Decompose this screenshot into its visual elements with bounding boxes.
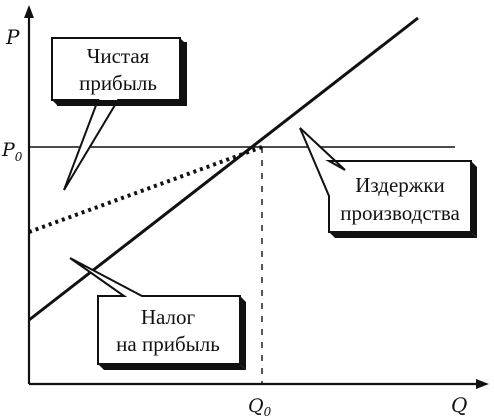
y-axis-arrow <box>24 5 34 18</box>
y-axis-label: P <box>5 25 20 49</box>
profit-tax-label-line2: на прибыль <box>116 332 220 356</box>
profit-tax-label-line1: Налог <box>141 305 196 329</box>
q0-label: Q0 <box>248 395 272 419</box>
p0-label: P0 <box>1 139 23 164</box>
x-axis-label: Q <box>451 393 467 417</box>
profit-tax-callout: Налог на прибыль <box>69 257 246 370</box>
production-costs-callout: Издержки производства <box>299 127 477 238</box>
net-profit-callout: Чистая прибыль <box>51 37 187 191</box>
net-profit-label-line2: прибыль <box>79 71 157 95</box>
x-axis-arrow <box>476 379 489 389</box>
net-profit-label-line1: Чистая <box>87 44 150 68</box>
production-costs-label-line2: производства <box>340 201 460 225</box>
production-costs-label-line1: Издержки <box>355 173 445 197</box>
